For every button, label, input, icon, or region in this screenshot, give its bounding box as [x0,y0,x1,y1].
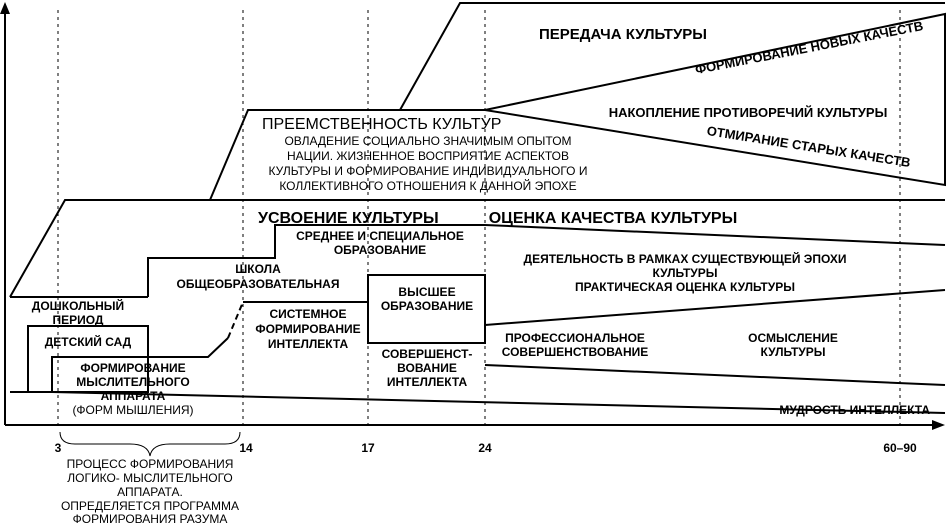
text-line: ЛОГИКО- МЫСЛИТЕЛЬНОГО [67,471,232,485]
professional-label: ПРОФЕССИОНАЛЬНОЕ СОВЕРШЕНСТВОВАНИЕ [502,331,649,359]
school-label: ШКОЛА ОБЩЕОБРАЗОВАТЕЛЬНАЯ [177,262,340,291]
text-line: ФОРМИРОВАНИЯ РАЗУМА [73,512,228,525]
tick-label: 17 [361,441,375,455]
tick-label: 3 [55,441,62,455]
text-line: ОБРАЗОВАНИЕ [381,299,473,313]
succession-outline [209,109,485,201]
formation-process-label: ПРОЦЕСС ФОРМИРОВАНИЯ ЛОГИКО- МЫСЛИТЕЛЬНО… [61,457,239,525]
text-line: АППАРАТА [101,389,166,403]
comprehension-label: ОСМЫСЛЕНИЕ КУЛЬТУРЫ [748,331,838,359]
age-ticks: 3 14 17 24 60–90 [55,441,917,455]
text-line: ВЫСШЕЕ [398,285,455,299]
text-line: КУЛЬТУРЫ [652,266,717,280]
text-line: ОСМЫСЛЕНИЕ [748,331,838,345]
text-line: МЫСЛИТЕЛЬНОГО [76,375,190,389]
age-gridlines [57,10,901,425]
text-line: ДОШКОЛЬНЫЙ [32,298,124,313]
succession-description: ОВЛАДЕНИЕ СОЦИАЛЬНО ЗНАЧИМЫМ ОПЫТОМ НАЦИ… [269,134,588,193]
text-line: (ФОРМ МЫШЛЕНИЯ) [72,403,193,417]
thinking-apparatus-line [10,337,229,393]
higher-education-box [367,274,486,344]
text-line: ИНТЕЛЛЕКТА [387,375,468,389]
text-line: ВОВАНИЕ [397,361,457,375]
text-line: ОПРЕДЕЛЯЕТСЯ ПРОГРАММА [61,499,239,513]
x-axis-arrow [932,420,945,430]
higher-education-label: ВЫСШЕЕ ОБРАЗОВАНИЕ [381,285,473,313]
culture-transfer-label: ПЕРЕДАЧА КУЛЬТУРЫ [539,26,707,43]
assimilation-outline [9,199,945,298]
text-line: СРЕДНЕЕ И СПЕЦИАЛЬНОЕ [296,229,464,243]
tick-label: 60–90 [883,441,917,455]
kindergarten-label: ДЕТСКИЙ САД [45,334,132,349]
text-line: ПРОФЕССИОНАЛЬНОЕ [505,331,645,345]
text-line: КОЛЛЕКТИВНОГО ОТНОШЕНИЯ К ДАННОЙ ЭПОХЕ [279,178,576,193]
preschool-label: ДОШКОЛЬНЫЙ ПЕРИОД [32,298,124,327]
text-line: ШКОЛА [235,262,281,276]
activity-bottom [484,289,946,326]
axes [0,2,945,430]
text-line: СОВЕРШЕНСТ- [382,347,473,361]
systemic-formation-label: СИСТЕМНОЕ ФОРМИРОВАНИЕ ИНТЕЛЛЕКТА [255,307,360,351]
tick-label: 24 [478,441,492,455]
contradictions-label: НАКОПЛЕНИЕ ПРОТИВОРЕЧИЙ КУЛЬТУРЫ [609,105,888,120]
text-line: СИСТЕМНОЕ [270,307,347,321]
text-line: ФОРМИРОВАНИЕ [80,361,185,375]
quality-assessment-label: ОЦЕНКА КАЧЕСТВА КУЛЬТУРЫ [489,210,738,227]
text-line: НАЦИИ. ЖИЗНЕННОЕ ВОСПРИЯТИЕ АСПЕКТОВ [287,149,569,163]
structure-lines [9,2,946,414]
wisdom-label: МУДРОСТЬ ИНТЕЛЛЕКТА [779,403,930,417]
y-axis-arrow [0,2,10,14]
perfecting-intellect-label: СОВЕРШЕНСТ- ВОВАНИЕ ИНТЕЛЛЕКТА [382,347,473,389]
text-line: ПЕРИОД [53,313,104,327]
tick-label: 14 [239,441,253,455]
activity-top [484,224,946,246]
activity-label: ДЕЯТЕЛЬНОСТЬ В РАМКАХ СУЩЕСТВУЮЩЕЙ ЭПОХИ… [524,251,847,294]
text-line: КУЛЬТУРЫ И ФОРМИРОВАНИЕ ИНДИВИДУАЛЬНОГО … [269,164,588,178]
text-line: ОБЩЕОБРАЗОВАТЕЛЬНАЯ [177,277,340,291]
text-line: ФОРМИРОВАНИЕ [255,322,360,336]
new-qualities-label: ФОРМИРОВАНИЕ НОВЫХ КАЧЕСТВ [694,18,925,77]
assimilation-label: УСВОЕНИЕ КУЛЬТУРЫ [258,210,439,227]
professional-bottom [484,364,946,386]
thinking-apparatus-label: ФОРМИРОВАНИЕ МЫСЛИТЕЛЬНОГО АППАРАТА (ФОР… [72,361,193,417]
systemic-formation-dashed [227,301,244,339]
text-line: КУЛЬТУРЫ [760,345,825,359]
text-line: СОВЕРШЕНСТВОВАНИЕ [502,345,649,359]
secondary-education-label: СРЕДНЕЕ И СПЕЦИАЛЬНОЕ ОБРАЗОВАНИЕ [296,229,464,257]
lower-baseline [51,391,946,414]
text-line: ПРОЦЕСС ФОРМИРОВАНИЯ [67,457,234,471]
text-line: ДЕЯТЕЛЬНОСТЬ В РАМКАХ СУЩЕСТВУЮЩЕЙ ЭПОХИ [524,251,847,266]
school-steps [147,224,485,297]
text-line: ИНТЕЛЛЕКТА [268,337,349,351]
text-line: ОБРАЗОВАНИЕ [334,243,426,257]
text-line: ПРАКТИЧЕСКАЯ ОЦЕНКА КУЛЬТУРЫ [575,280,795,294]
age-brace [59,431,241,457]
text-line: АППАРАТА. [117,485,183,499]
culture-transfer-outline [399,2,945,111]
succession-title: ПРЕЕМСТВЕННОСТЬ КУЛЬТУР [262,116,501,133]
culture-wedge [484,12,946,187]
text-line: ОВЛАДЕНИЕ СОЦИАЛЬНО ЗНАЧИМЫМ ОПЫТОМ [284,134,571,148]
